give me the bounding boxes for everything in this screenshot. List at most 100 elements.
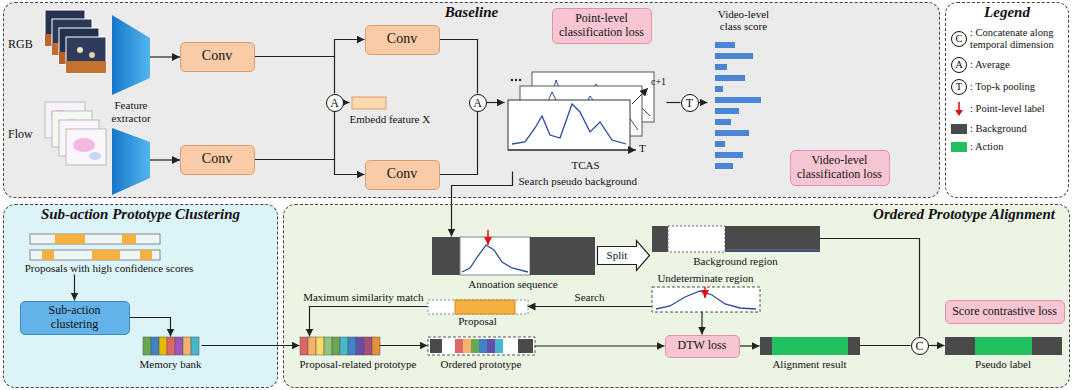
node-text: Sub-action clustering (25, 304, 125, 332)
panel-ground-part (3, 2, 940, 198)
prototype-bar-part (372, 337, 380, 355)
proposal-bar-part (455, 300, 515, 314)
node-text: A (473, 97, 482, 109)
axis-label: c+1 (651, 76, 666, 88)
class-score-bars-part (715, 130, 749, 136)
alignment-bar-part (848, 337, 860, 355)
connector-line (860, 345, 911, 346)
ordered-prototype-bar-part (463, 339, 471, 353)
proposal-bars-part (42, 250, 54, 260)
legend-text: : Background (970, 123, 1063, 135)
connector-arrow (929, 345, 945, 346)
connector-arrow (255, 40, 365, 57)
pseudo-label-bar-part (1032, 337, 1062, 355)
flow-frames-part (73, 138, 95, 152)
conv-block: Conv (180, 42, 255, 72)
background-region-bar-part (725, 226, 820, 252)
ordered-prototype-bar (428, 337, 535, 355)
connector-line (440, 112, 478, 175)
connector-arrow (487, 102, 505, 103)
prototype-bar-part (332, 337, 340, 355)
module-label: Feature extractor (101, 99, 161, 124)
embedding-swatch-part (352, 97, 386, 109)
legend-text: : Concatenate along temporal dimension (970, 27, 1063, 51)
node-text: Conv (202, 48, 232, 64)
background-region-bar-part (668, 226, 725, 252)
legend-row: : Point-level label (951, 101, 1063, 117)
memory-bank-bar-part (167, 337, 175, 355)
panel-title: Ordered Prototype Alignment (284, 205, 1069, 224)
tcas-chart (508, 72, 654, 150)
rgb-frames-part (89, 52, 95, 58)
prototype-bar-part (316, 337, 324, 355)
legend-row: A: Average (951, 57, 1063, 73)
ordered-prototype-bar-part (455, 339, 463, 353)
class-score-bars-part (715, 119, 731, 125)
connector-line (440, 40, 478, 94)
tcas-chart-part (632, 88, 648, 104)
class-score-bars-part (715, 152, 743, 158)
rgb-frames (45, 10, 106, 73)
connector-arrow (380, 345, 428, 346)
legend-list: C: Concatenate along temporal dimensionA… (951, 27, 1063, 153)
feature-extractor-shape-part (150, 56, 180, 57)
topk-op: T (681, 94, 699, 112)
alignment-bar-part (772, 337, 848, 355)
legend-panel: Legend C: Concatenate along temporal dime… (945, 2, 1069, 198)
proposal-bars-part (55, 234, 85, 244)
proposal-bars (30, 234, 160, 260)
class-score-bars-part (715, 108, 739, 114)
feature-extractor-shape-part (150, 159, 180, 160)
proposal-bar: Proposal (428, 300, 528, 328)
undeterminate-chart-part (652, 287, 760, 312)
process-box: Sub-action clustering (20, 301, 130, 335)
tcas-chart-part (519, 79, 521, 81)
prototype-bar-part (308, 337, 316, 355)
memory-bank-bar-part (183, 337, 191, 355)
prototype-bar-part (324, 337, 332, 355)
connector-line (667, 102, 681, 103)
edge-label: Search pseudo background (519, 175, 638, 188)
flow-frames (45, 102, 106, 165)
class-score-bars-part (715, 42, 735, 48)
conv-block: Conv (180, 145, 255, 175)
rgb-frames-part (77, 47, 83, 53)
legend-swatch (951, 142, 967, 152)
connector-line (255, 57, 335, 94)
annotation-chart-part (462, 245, 528, 272)
memory-bank: Memory bank (140, 337, 202, 371)
operator-symbol: T (951, 79, 967, 95)
proposal-bar-part (428, 300, 528, 314)
connector-arrow (344, 102, 350, 103)
pseudo-label-bar (945, 337, 1062, 355)
prototype-bar (300, 337, 380, 355)
class-score-bars-part (715, 86, 723, 92)
connector-arrow (74, 275, 75, 301)
feature-extractor-shape-part (112, 128, 150, 195)
undeterminate-chart (652, 287, 760, 312)
panel-ground-part (945, 2, 1069, 198)
embedding-swatch (352, 97, 386, 109)
legend-text: : Average (970, 59, 1063, 71)
alignment-bar-part (760, 337, 772, 355)
panel-title: Sub-action Prototype Clustering (4, 205, 277, 224)
node-text: Proposal (458, 315, 497, 328)
background-region-bar-part (725, 250, 820, 251)
memory-bank-bar-part (151, 337, 159, 355)
point-label-arrow-part (958, 102, 960, 111)
node-text: Point-level classification loss (557, 12, 647, 40)
prototype-bar: Proposal-related prototype (300, 337, 380, 371)
panel-title: Legend (946, 3, 1068, 22)
loss-box: Point-level classification loss (552, 8, 652, 44)
proposal-bars-part (122, 234, 136, 244)
ordered-prototype-bar-part (487, 339, 495, 353)
annotation-chart-part (460, 237, 530, 275)
point-label-arrow-part (955, 110, 963, 116)
proposal-bars-part (140, 250, 152, 260)
prototype-bar-part (364, 337, 372, 355)
proposal-bars-part (30, 234, 160, 244)
alignment-bar: Alignment result (760, 337, 860, 371)
node-text: A (330, 97, 339, 109)
node-text: Video-level classification loss (795, 154, 885, 182)
class-score-bars-part (715, 97, 761, 103)
